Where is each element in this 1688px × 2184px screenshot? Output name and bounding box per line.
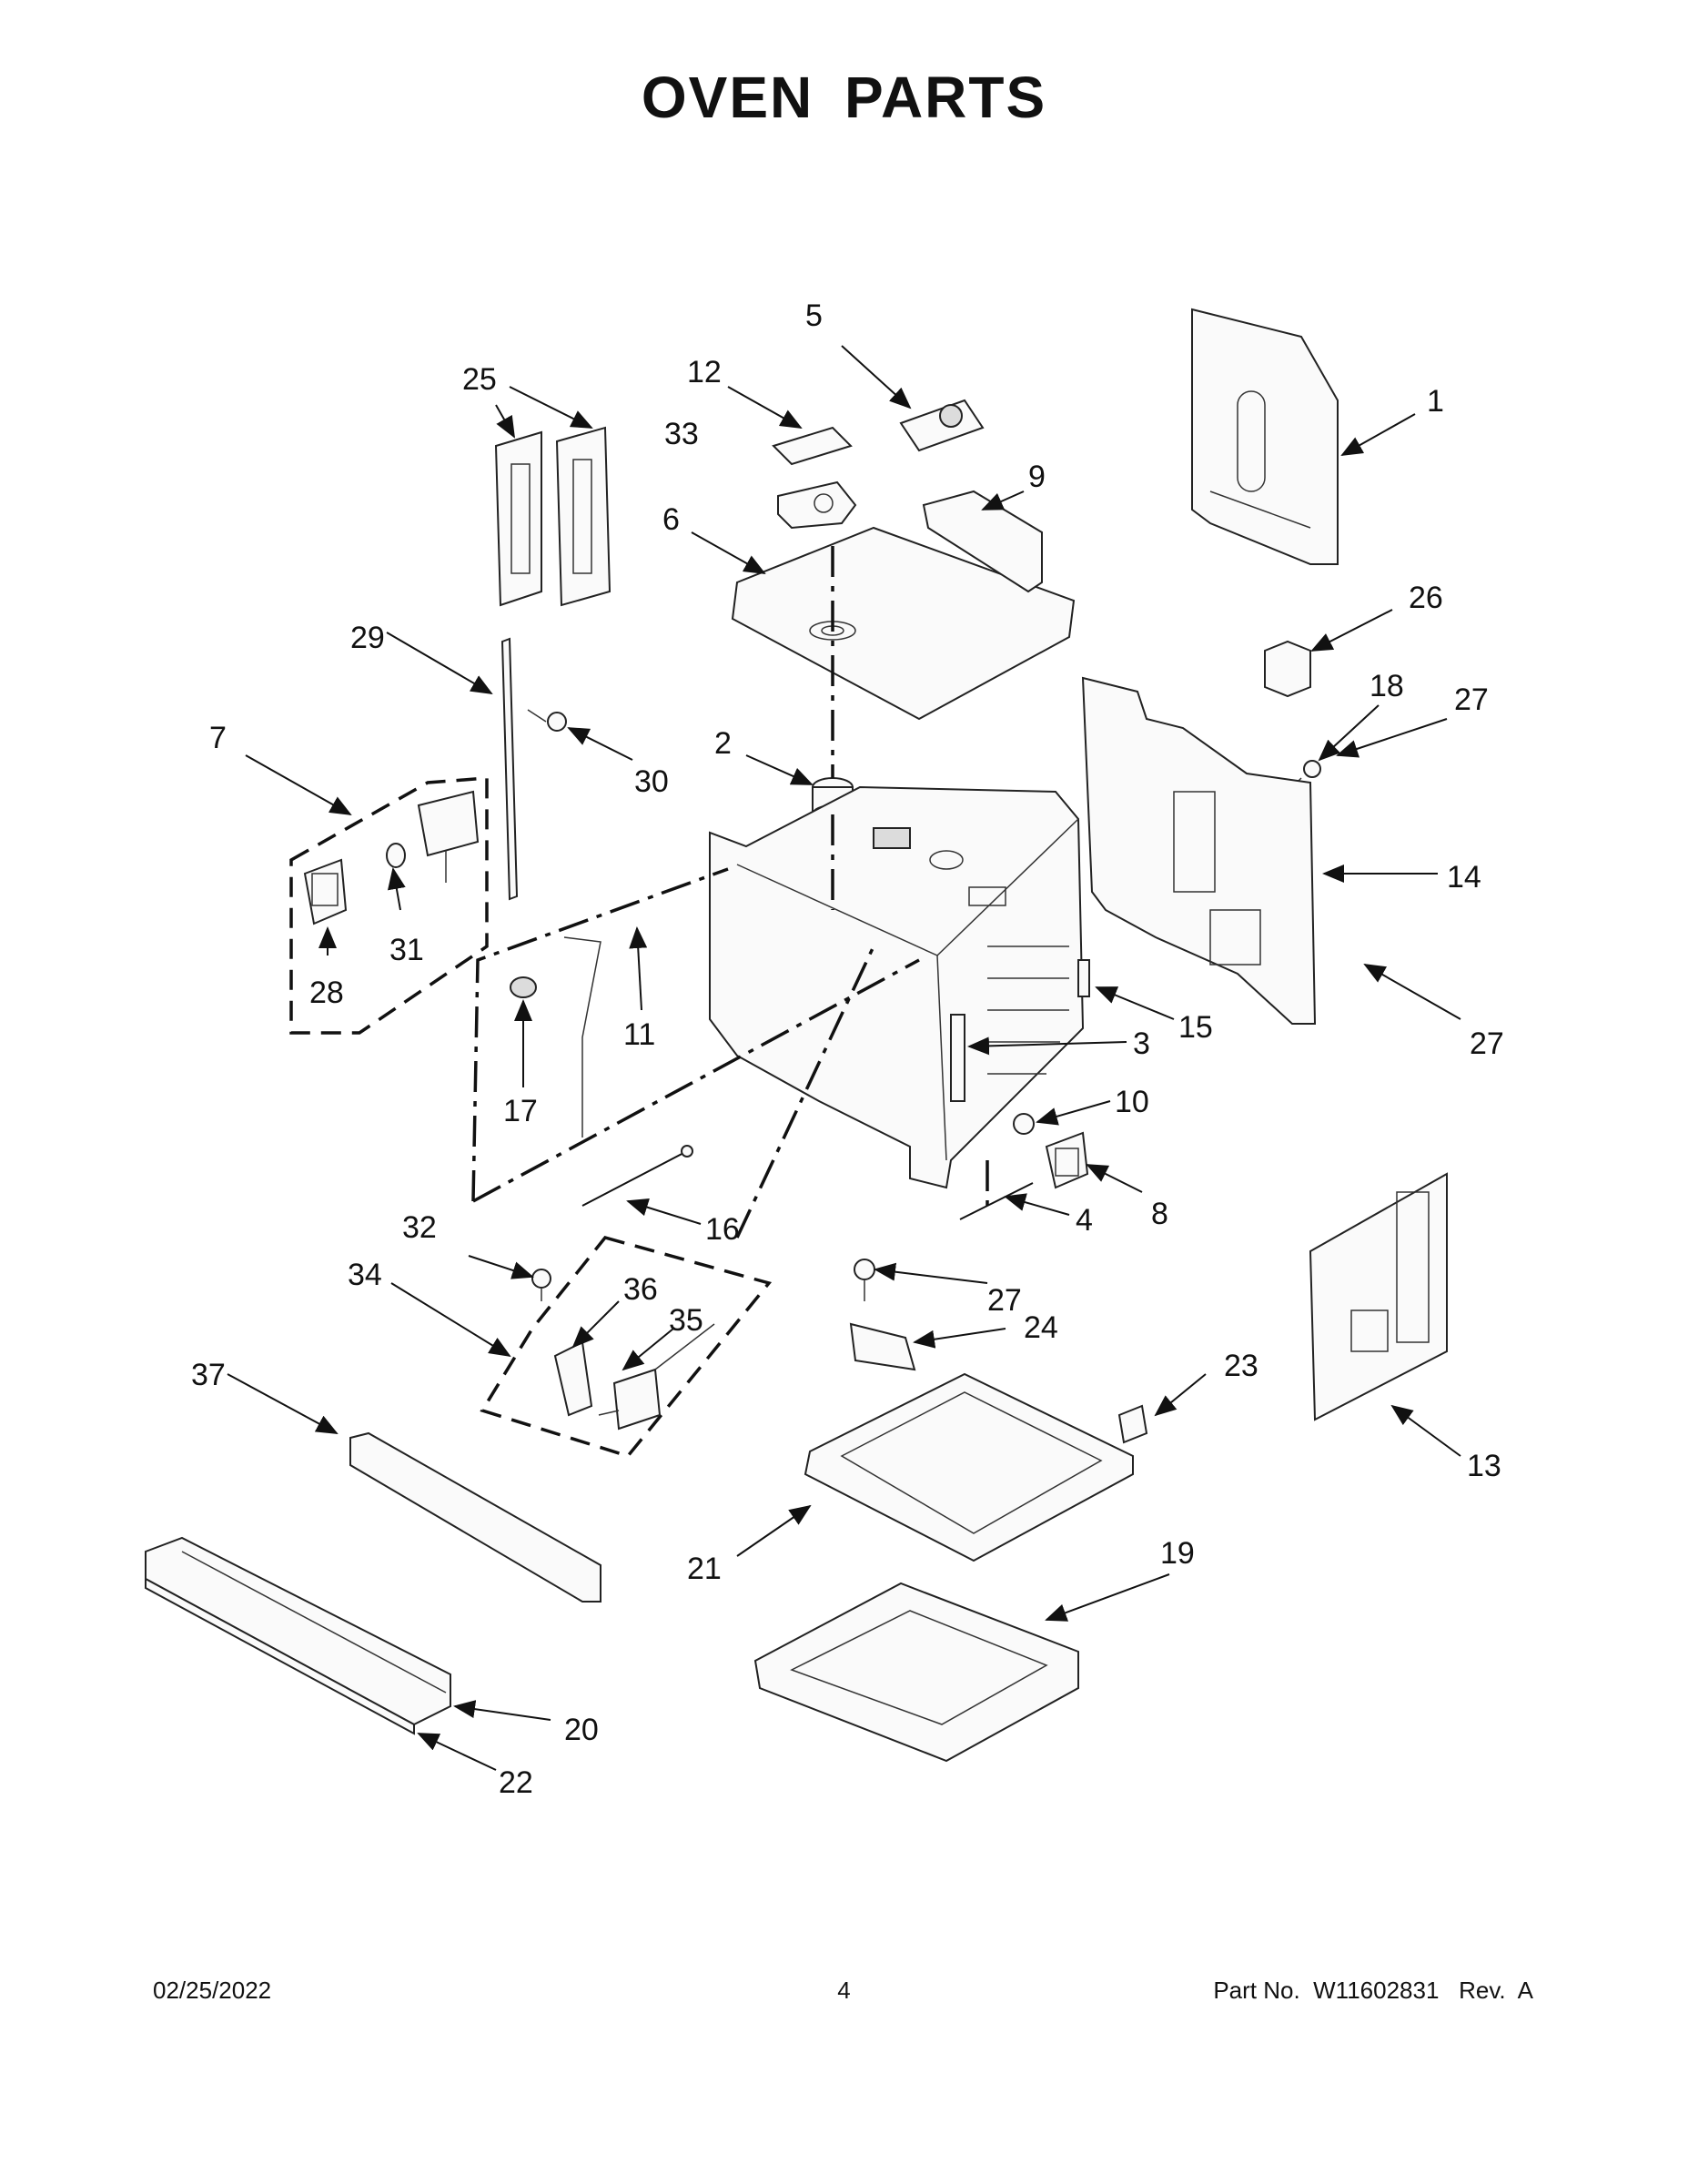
part-14-side-panel (1081, 676, 1317, 1025)
part-3-element (950, 1014, 965, 1102)
callout-17: 17 (503, 1094, 538, 1128)
callout-15: 15 (1178, 1010, 1213, 1045)
callout-37: 37 (191, 1358, 226, 1392)
callout-30: 30 (634, 764, 669, 799)
part-16-probe (581, 1145, 693, 1207)
leader-lines (227, 345, 1461, 1771)
footer-date: 02/25/2022 (153, 1977, 272, 2004)
callout-26: 26 (1409, 581, 1443, 615)
callout-19: 19 (1160, 1536, 1195, 1571)
callout-27-right-top: 27 (1454, 682, 1489, 717)
callout-2: 2 (714, 726, 732, 761)
callout-9: 9 (1028, 460, 1046, 494)
footer-page-number: 4 (837, 1977, 851, 2004)
callout-34: 34 (348, 1258, 382, 1292)
callout-28: 28 (309, 976, 344, 1010)
callout-10: 10 (1115, 1085, 1149, 1119)
part-20-toe-kick (145, 1536, 451, 1726)
assembly-guide-lines (471, 546, 989, 1239)
part-30-screw (527, 709, 567, 732)
callout-32: 32 (402, 1210, 437, 1245)
callout-5: 5 (805, 298, 823, 333)
callout-29: 29 (350, 621, 385, 655)
callout-23: 23 (1224, 1349, 1258, 1383)
part-22-strip (145, 1577, 415, 1735)
part-1-rear-panel (1191, 308, 1339, 565)
callout-11: 11 (623, 1017, 655, 1052)
callout-27-center: 27 (987, 1283, 1022, 1318)
part-8-filter (1045, 1131, 1089, 1189)
oven-cavity (709, 785, 1085, 1189)
part-32-screw (531, 1269, 551, 1301)
callout-13: 13 (1467, 1449, 1501, 1483)
callout-18: 18 (1370, 669, 1404, 703)
part-5-thermostat (899, 399, 985, 452)
callout-3: 3 (1133, 1026, 1150, 1061)
part-26-clip (1264, 640, 1311, 698)
part-15-hinge (1077, 959, 1090, 997)
callout-36: 36 (623, 1272, 658, 1307)
callout-6: 6 (662, 502, 680, 537)
part-31-bulb (386, 843, 406, 868)
part-27-center-screw (854, 1259, 875, 1301)
callout-31: 31 (389, 933, 424, 967)
part-24-bracket (849, 1322, 916, 1371)
callout-20: 20 (564, 1713, 599, 1747)
callout-1: 1 (1427, 384, 1444, 419)
part-25-heat-shields (494, 426, 612, 607)
callout-21: 21 (687, 1552, 722, 1586)
part-9-vent-duct (922, 490, 1043, 593)
callout-22: 22 (499, 1765, 533, 1800)
callout-7: 7 (209, 721, 227, 755)
page-title: OVEN PARTS (641, 65, 1047, 130)
part-36-bracket (553, 1340, 593, 1417)
callout-labels: 1 2 3 4 5 6 7 8 9 10 11 12 13 14 15 16 1… (191, 298, 1504, 1800)
callout-33: 33 (664, 417, 699, 451)
callout-8: 8 (1151, 1197, 1168, 1231)
part-37-trim (349, 1431, 601, 1603)
part-4-sensor (959, 1182, 1034, 1220)
part-21-bottom-panel (804, 1372, 1134, 1562)
callout-12: 12 (687, 355, 722, 389)
callout-35: 35 (669, 1303, 703, 1338)
part-34-group-boundary (480, 1236, 773, 1459)
part-23-clip (1117, 1404, 1148, 1444)
part-19-lower-panel (753, 1582, 1079, 1763)
part-35-igniter (598, 1323, 715, 1431)
footer-part-number: Part No. W11602831 Rev. A (1213, 1977, 1533, 2004)
part-7-group-boundary (289, 776, 489, 1035)
part-28-display (303, 858, 348, 925)
part-12-cover (772, 426, 853, 466)
part-13-side-panel (1309, 1172, 1448, 1421)
callout-16: 16 (705, 1212, 740, 1247)
callout-24: 24 (1024, 1310, 1058, 1345)
part-17-knob (510, 976, 537, 998)
part-11-wire (563, 936, 601, 1138)
callout-14: 14 (1447, 860, 1481, 895)
part-10-screw (1013, 1113, 1035, 1135)
callout-4: 4 (1076, 1203, 1093, 1238)
part-33-bracket (777, 480, 857, 530)
part-29-trim-strip (500, 637, 519, 901)
callout-27-right-bottom: 27 (1470, 1026, 1504, 1061)
callout-25: 25 (462, 362, 497, 397)
part-7-lamp-panel (417, 790, 480, 883)
